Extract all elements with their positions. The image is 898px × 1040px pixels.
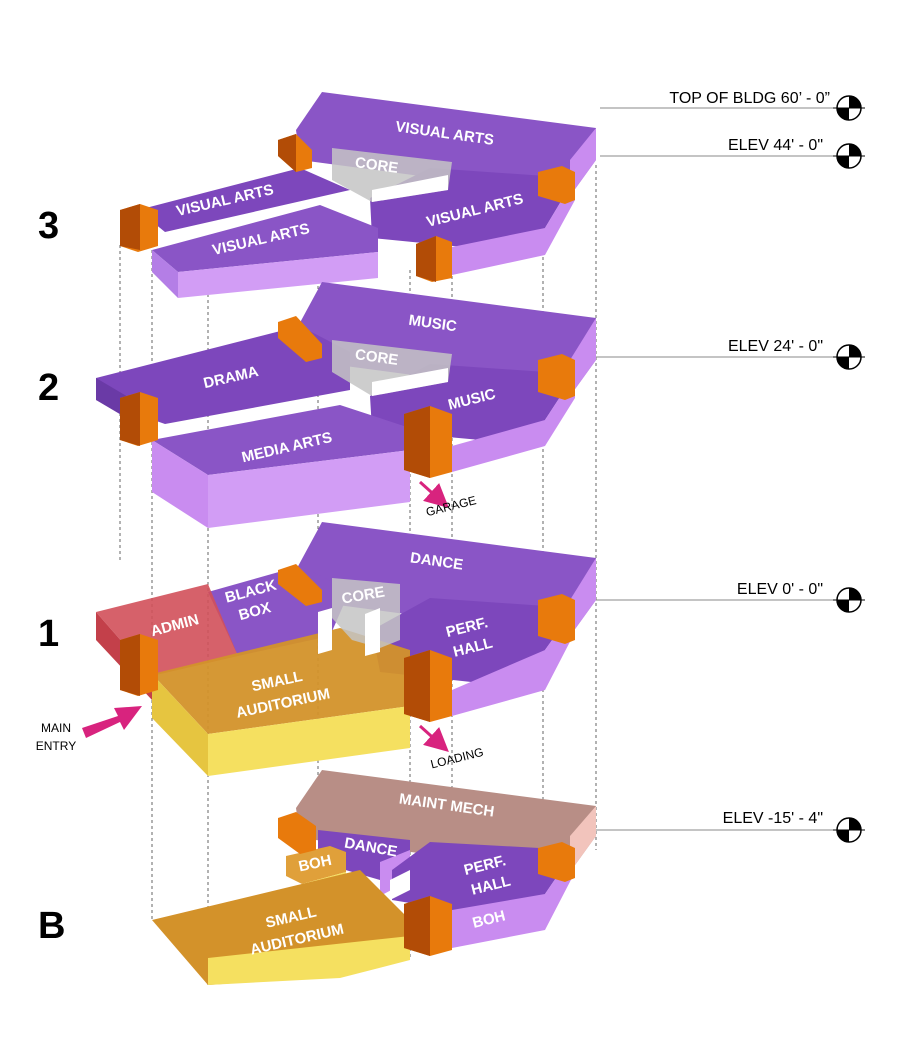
room-block-side xyxy=(152,250,178,298)
admin-block xyxy=(96,584,238,676)
elevation-symbol-icon xyxy=(833,344,865,370)
room-block xyxy=(152,205,378,272)
room-block-side xyxy=(152,440,208,528)
elevation-symbol-icon xyxy=(833,817,865,843)
stair-block xyxy=(404,896,430,956)
core-block xyxy=(332,578,400,648)
room-block-side xyxy=(208,450,410,528)
maint-mech-block-side xyxy=(570,806,596,872)
stair-block xyxy=(278,134,296,172)
elevation-symbol-icon xyxy=(833,587,865,613)
room-label: BOH xyxy=(297,852,333,876)
stair-block xyxy=(538,842,575,882)
main-entry-label: ENTRY xyxy=(36,739,76,753)
room-label: CORE xyxy=(354,346,399,369)
auditorium-block xyxy=(152,628,410,734)
level-2: 2 MUSIC CORE DRAMA MEDIA ARTS MUSIC GARA… xyxy=(38,282,596,528)
stair-block xyxy=(404,406,430,478)
level-number: 1 xyxy=(38,613,59,655)
room-block-side xyxy=(178,252,378,298)
stair-block xyxy=(278,812,316,854)
elevation-markers: TOP OF BLDG 60’ - 0” ELEV 44' - 0" ELEV … xyxy=(576,90,865,843)
main-entry-arrow-icon xyxy=(82,706,142,738)
room-block xyxy=(286,846,346,884)
level-number: B xyxy=(38,905,65,947)
stair-block xyxy=(278,316,322,362)
stair-block xyxy=(538,594,575,644)
core-void xyxy=(372,175,448,202)
level-number: 2 xyxy=(38,367,59,409)
core-void xyxy=(390,870,410,900)
elevation-symbol-icon xyxy=(833,143,865,169)
elevation-label-minus15: ELEV -15' - 4" xyxy=(723,810,823,827)
stair-block xyxy=(120,204,140,250)
stair-block xyxy=(538,166,575,204)
room-block-side xyxy=(452,608,575,716)
auditorium-block-side xyxy=(208,936,410,985)
stair-block xyxy=(120,634,140,696)
garage-arrow-icon xyxy=(418,480,449,509)
elevation-label-0: ELEV 0' - 0" xyxy=(737,581,823,598)
stair-block xyxy=(404,650,430,722)
level-3: 3 VISUAL ARTS CORE VISUAL ARTS VISUAL AR… xyxy=(38,92,596,298)
loading-label: LOADING xyxy=(429,745,485,772)
room-block-side xyxy=(452,178,575,275)
elevation-label-44: ELEV 44' - 0" xyxy=(728,137,823,154)
core-void xyxy=(318,608,332,654)
room-block-side xyxy=(570,128,596,196)
elevation-symbol-icon xyxy=(833,95,865,121)
stair-block xyxy=(278,564,322,606)
loading-arrow-icon xyxy=(418,724,449,753)
auditorium-block-side xyxy=(208,706,410,776)
garage-label: GARAGE xyxy=(424,493,477,519)
room-block-side xyxy=(570,318,596,396)
core-void xyxy=(372,368,448,396)
room-label: CORE xyxy=(354,154,399,177)
core-void xyxy=(365,608,380,656)
room-block-side xyxy=(570,558,596,636)
room-block-side xyxy=(452,374,575,472)
room-block xyxy=(96,326,350,424)
stair-block xyxy=(416,236,436,282)
stair-block xyxy=(538,354,575,400)
level-1: 1 DANCE CORE ADMIN BLACK BOX PERF. HALL … xyxy=(36,522,596,776)
main-entry-label: MAIN xyxy=(41,721,71,735)
elevation-label-24: ELEV 24' - 0" xyxy=(728,338,823,355)
stair-block xyxy=(120,392,140,446)
level-b: B MAINT MECH BOH DANCE PERF. HALL BOH SM… xyxy=(38,770,596,985)
room-block xyxy=(152,405,410,475)
room-block-side xyxy=(452,850,575,948)
room-block xyxy=(296,92,596,196)
auditorium-block-side xyxy=(152,674,208,776)
elevation-label-top: TOP OF BLDG 60’ - 0” xyxy=(669,90,830,107)
room-block xyxy=(138,168,350,232)
level-number: 3 xyxy=(38,205,59,247)
room-label: MUSIC xyxy=(408,312,458,336)
